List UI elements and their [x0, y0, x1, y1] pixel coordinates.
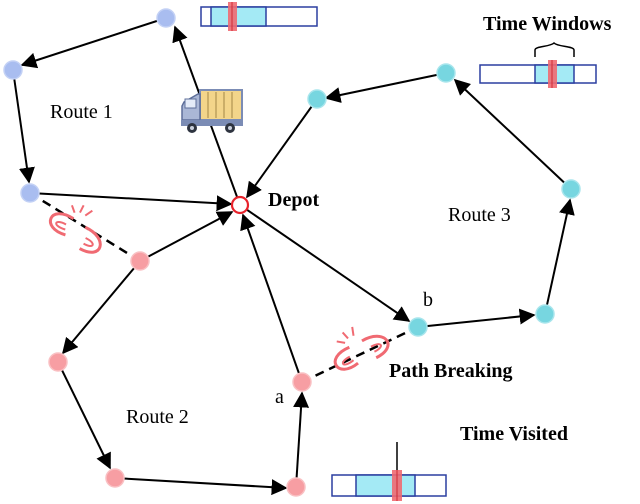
edge-r1-2	[20, 17, 167, 69]
node-r3-bottom-right	[535, 304, 555, 324]
edge-r3-3	[544, 198, 575, 315]
time-window-bar-top	[200, 2, 318, 31]
edge-r2-5	[293, 391, 310, 488]
broken-chain-icon	[333, 326, 390, 371]
edge-r3-6	[246, 98, 318, 199]
route2-edges	[57, 211, 419, 496]
edge-r1-4	[29, 192, 233, 212]
node-r2-left	[48, 352, 68, 372]
edge-r3-5	[324, 72, 447, 103]
node-b-label: b	[423, 289, 433, 311]
truck-icon	[181, 89, 243, 133]
node-r2-bottom-left	[105, 468, 125, 488]
time-window-bracket	[534, 41, 575, 57]
edge-r2-2	[61, 260, 141, 355]
time-visited-label: Time Visited	[460, 423, 568, 445]
route3-nodes	[307, 63, 581, 337]
route2-label: Route 2	[126, 406, 189, 428]
edge-r3-1	[239, 204, 411, 322]
route1-nodes	[3, 8, 176, 203]
node-a	[292, 372, 312, 392]
broken-chain-icon	[48, 204, 102, 254]
route1-label: Route 1	[50, 101, 113, 123]
path-breaking-label: Path Breaking	[389, 360, 513, 382]
edge-r3-2	[417, 308, 536, 328]
edge-r1-broken	[29, 191, 141, 263]
node-r2-top	[130, 251, 150, 271]
time-visited-bar	[331, 442, 447, 501]
node-r3-top	[436, 63, 456, 83]
route3-edges	[239, 72, 575, 328]
depot-node	[230, 195, 250, 215]
route1-edges	[12, 17, 241, 263]
edge-r2-broken	[301, 325, 419, 384]
node-a-label: a	[275, 386, 284, 408]
depot-label: Depot	[268, 189, 319, 211]
node-r1-bottom	[20, 183, 40, 203]
node-b	[408, 317, 428, 337]
edge-r2-6	[240, 213, 303, 383]
node-r1-left	[3, 60, 23, 80]
node-r2-bottom-right	[286, 477, 306, 497]
route2-nodes	[48, 251, 312, 497]
edge-r1-3	[12, 69, 35, 184]
time-window-bar-right	[479, 41, 597, 88]
edge-r2-3	[57, 361, 111, 470]
edge-r2-1	[139, 211, 234, 262]
edge-r2-4	[114, 477, 288, 496]
route3-label: Route 3	[448, 204, 511, 226]
edge-r3-4	[453, 78, 572, 190]
time-windows-label: Time Windows	[483, 13, 612, 35]
node-r3-right	[561, 179, 581, 199]
node-r3-top-left	[307, 89, 327, 109]
node-r1-top	[156, 8, 176, 28]
